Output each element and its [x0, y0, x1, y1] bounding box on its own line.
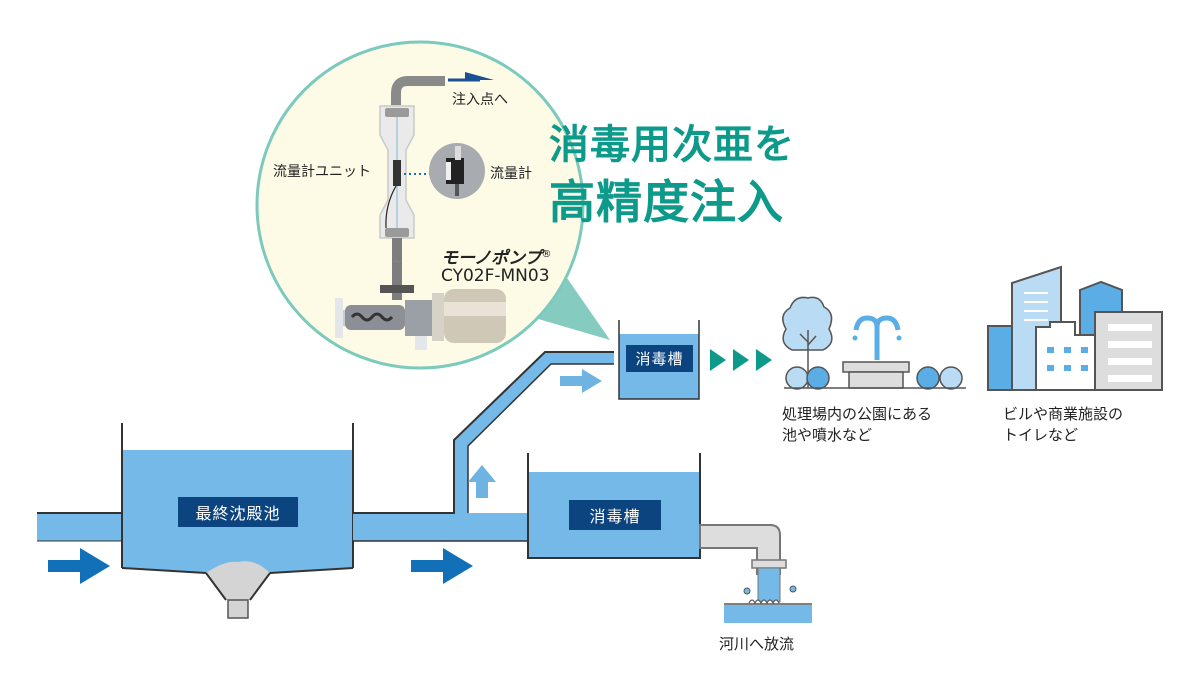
- chevron-right-icon: [756, 349, 772, 371]
- pump-illustration: [335, 289, 506, 350]
- park-caption-line-2: 池や噴水など: [782, 426, 873, 444]
- product-model: CY02F-MN03: [441, 266, 550, 286]
- building-caption-line-1: ビルや商業施設の: [1003, 405, 1124, 423]
- flow-arrow-light-icon: [560, 369, 602, 393]
- registered-mark: ®: [541, 249, 552, 260]
- svg-text:~: ~: [391, 254, 403, 270]
- river: [724, 585, 812, 623]
- product-brand-name: モーノポンプ: [441, 248, 542, 269]
- disinfection-tank-reuse-label: 消毒槽: [626, 345, 693, 372]
- buildings-icon: [987, 265, 1163, 391]
- headline-line-1: 消毒用次亜を: [549, 122, 795, 168]
- injection-point-label: 注入点へ: [452, 92, 508, 108]
- building-caption-line-2: トイレなど: [1003, 426, 1079, 444]
- river-discharge-label: 河川へ放流: [719, 635, 795, 653]
- chevron-right-icon: [710, 349, 726, 371]
- callout-pointer: [535, 278, 610, 340]
- flowmeter-label: 流量計: [490, 166, 532, 182]
- flow-arrow-icon: [411, 548, 473, 584]
- injection-arrow-icon: [448, 72, 494, 82]
- product-brand: モーノポンプ®: [441, 245, 551, 269]
- park-caption-line-1: 処理場内の公園にある: [782, 405, 933, 423]
- final-settling-tank-label: 最終沈殿池: [178, 497, 298, 527]
- headline-line-2: 高精度注入: [549, 175, 784, 229]
- park-fountain-icon: [782, 296, 966, 390]
- flowmeter-unit-label: 流量計ユニット: [273, 164, 371, 180]
- flow-arrow-icon: [48, 548, 110, 584]
- up-arrow-icon: [468, 465, 496, 498]
- chevron-right-icon: [733, 349, 749, 371]
- outlet-pipe: [699, 524, 787, 603]
- flowmeter-illustration: [429, 143, 485, 199]
- disinfection-tank-main-label: 消毒槽: [569, 500, 661, 530]
- flowmeter-unit-illustration: ~: [379, 76, 445, 300]
- callout-circle: [255, 40, 585, 370]
- inlet-pipe: [37, 513, 123, 541]
- transfer-pipe: [353, 351, 614, 542]
